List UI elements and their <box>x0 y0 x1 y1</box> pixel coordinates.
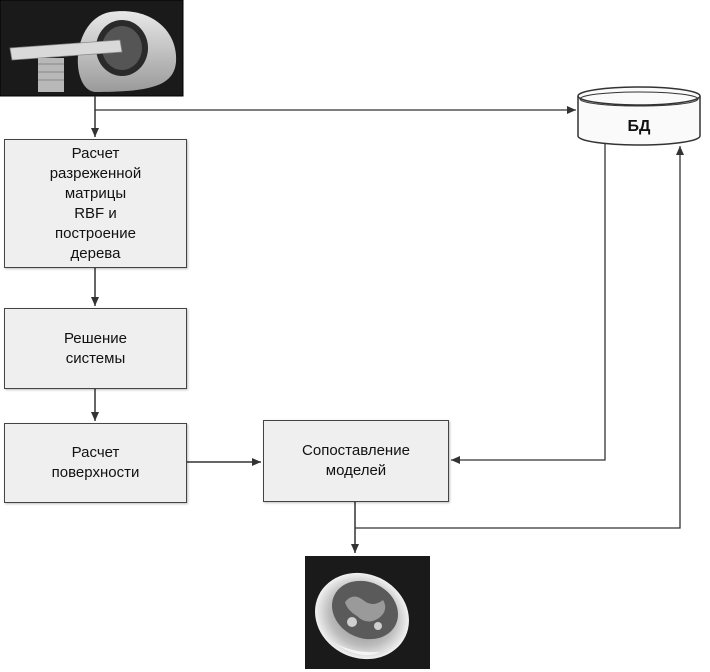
arrow-matching-to-database <box>355 146 684 529</box>
surface-calc-step: Расчет поверхности <box>4 423 187 503</box>
ct-slice-model-icon <box>305 556 430 669</box>
database-cylinder <box>577 86 701 146</box>
arrow-database-to-matching <box>451 144 606 464</box>
rbf-matrix-step: Расчет разреженной матрицы RBF и построе… <box>4 139 187 268</box>
model-matching-step: Сопоставление моделей <box>263 420 449 502</box>
database-label: БД <box>627 118 651 135</box>
ct-scanner-icon <box>0 0 184 97</box>
system-solve-step: Решение системы <box>4 308 187 389</box>
